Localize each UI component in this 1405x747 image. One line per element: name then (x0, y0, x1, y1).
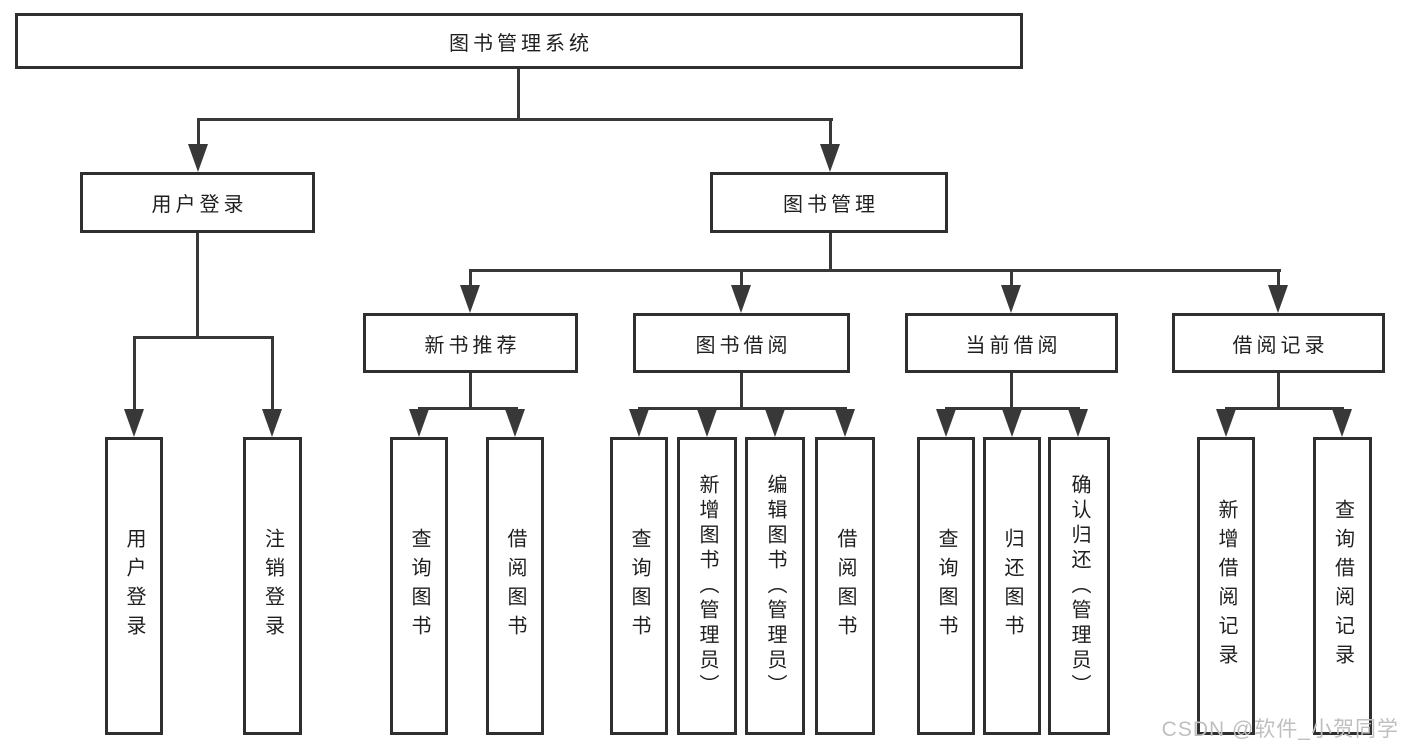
leaf-confirm-return-admin-label: 确认归还（管理员） (1068, 473, 1090, 699)
connector-borrow-branch (638, 407, 847, 410)
csdn-watermark: CSDN @软件_小贺同学 (1161, 718, 1399, 741)
leaf-query-books-current: 查询图书 (917, 437, 975, 735)
leaf-logout: 注销登录 (243, 437, 302, 735)
leaf-borrow-books-recommend-label: 借阅图书 (504, 528, 526, 644)
leaf-return-books: 归还图书 (983, 437, 1041, 735)
connector-mgmt-down (829, 233, 832, 272)
arrow-to-add-record (1216, 409, 1236, 437)
leaf-borrow-books: 借阅图书 (815, 437, 875, 735)
leaf-borrow-books-label: 借阅图书 (834, 528, 856, 644)
leaf-query-books-current-label: 查询图书 (935, 528, 957, 644)
arrow-to-book-management (820, 144, 840, 172)
connector-recommend-branch (418, 407, 518, 410)
leaf-add-borrow-record-label: 新增借阅记录 (1215, 499, 1237, 673)
leaf-user-login-label: 用户登录 (123, 528, 145, 644)
leaf-user-login: 用户登录 (105, 437, 163, 735)
node-user-login: 用户登录 (80, 172, 315, 233)
connector-login-down (196, 233, 199, 338)
connector-borrow-stem (740, 269, 743, 287)
arrow-to-query-books-2 (629, 409, 649, 437)
connector-level1-branch (197, 118, 833, 121)
node-borrow-records: 借阅记录 (1172, 313, 1385, 373)
arrow-to-user-login (188, 144, 208, 172)
node-root: 图书管理系统 (15, 13, 1023, 69)
arrow-to-user-login-leaf (124, 409, 144, 437)
connector-records-stem (1277, 269, 1280, 287)
leaf-add-books-admin-label: 新增图书（管理员） (696, 473, 718, 699)
leaf-logout-label: 注销登录 (261, 528, 284, 644)
connector-login-leaf2-stem (271, 336, 274, 412)
leaf-add-borrow-record: 新增借阅记录 (1197, 437, 1255, 735)
arrow-to-confirm-return (1068, 409, 1088, 437)
leaf-return-books-label: 归还图书 (1001, 528, 1023, 644)
node-book-management: 图书管理 (710, 172, 948, 233)
arrow-to-book-borrow (731, 285, 751, 313)
arrow-to-borrow-books-2 (835, 409, 855, 437)
connector-records-down (1277, 373, 1280, 409)
connector-recommend-stem (469, 269, 472, 287)
leaf-query-books-borrow-label: 查询图书 (628, 528, 650, 644)
node-new-book-recommend: 新书推荐 (363, 313, 578, 373)
leaf-query-books-borrow: 查询图书 (610, 437, 668, 735)
connector-user-login-stem (197, 118, 200, 148)
leaf-confirm-return-admin: 确认归还（管理员） (1048, 437, 1110, 735)
leaf-edit-books-admin-label: 编辑图书（管理员） (764, 473, 786, 699)
leaf-query-borrow-record: 查询借阅记录 (1313, 437, 1372, 735)
connector-login-leaf1-stem (133, 336, 136, 412)
connector-login-branch (133, 336, 274, 339)
node-book-borrow: 图书借阅 (633, 313, 850, 373)
arrow-to-borrow-records (1268, 285, 1288, 313)
arrow-to-query-books-3 (936, 409, 956, 437)
leaf-borrow-books-recommend: 借阅图书 (486, 437, 544, 735)
connector-current-down (1010, 373, 1013, 409)
arrow-to-logout-leaf (262, 409, 282, 437)
arrow-to-new-book-recommend (460, 285, 480, 313)
connector-records-branch (1225, 407, 1344, 410)
connector-root-stem (517, 68, 520, 120)
connector-borrow-down (740, 373, 743, 409)
leaf-edit-books-admin: 编辑图书（管理员） (745, 437, 805, 735)
leaf-query-borrow-record-label: 查询借阅记录 (1331, 499, 1354, 673)
leaf-add-books-admin: 新增图书（管理员） (677, 437, 737, 735)
connector-level3-branch (469, 269, 1281, 272)
arrow-to-return-books (1002, 409, 1022, 437)
arrow-to-borrow-books-1 (505, 409, 525, 437)
leaf-query-books-recommend: 查询图书 (390, 437, 448, 735)
node-current-borrow: 当前借阅 (905, 313, 1118, 373)
connector-book-mgmt-stem (829, 118, 832, 148)
arrow-to-add-books (697, 409, 717, 437)
arrow-to-query-books-1 (409, 409, 429, 437)
leaf-query-books-recommend-label: 查询图书 (408, 528, 430, 644)
arrow-to-query-record (1332, 409, 1352, 437)
arrow-to-current-borrow (1001, 285, 1021, 313)
connector-current-stem (1010, 269, 1013, 287)
arrow-to-edit-books (765, 409, 785, 437)
connector-current-branch (945, 407, 1080, 410)
connector-recommend-down (469, 373, 472, 409)
